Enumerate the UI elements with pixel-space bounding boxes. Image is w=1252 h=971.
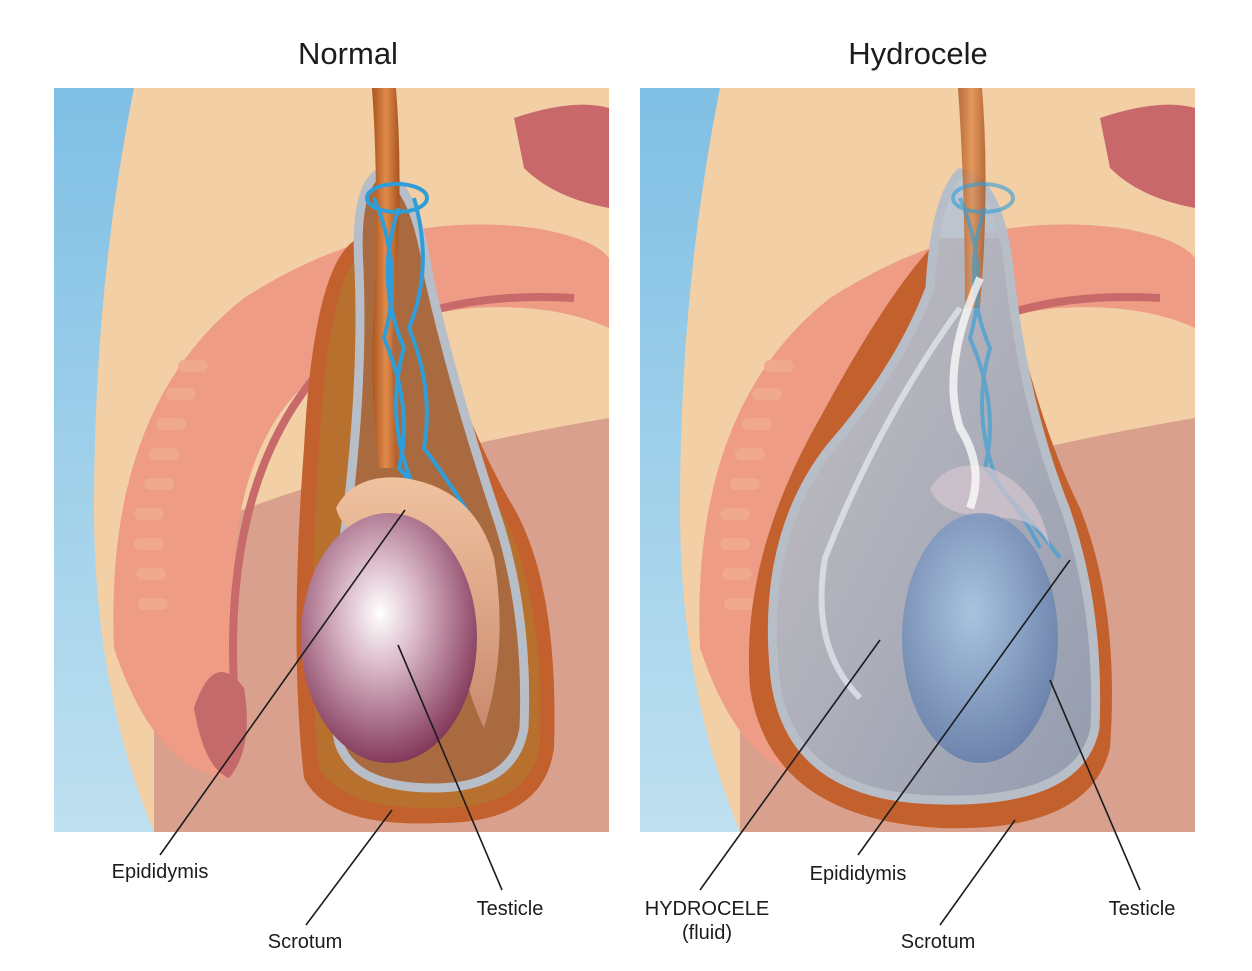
hydrocele-anatomy-illustration — [640, 88, 1195, 832]
erectile-ribs — [134, 360, 208, 610]
epididymis — [930, 465, 1050, 548]
label-hydro-scrotum: Scrotum — [900, 931, 976, 953]
leader-normal-scrotum — [305, 809, 393, 926]
label-normal-epididymis: Epididymis — [111, 861, 209, 883]
bladder — [1100, 104, 1195, 208]
label-hydro-testicle: Testicle — [1108, 898, 1176, 920]
panel-title-normal: Normal — [298, 36, 398, 71]
leader-hydro-testicle — [1049, 679, 1141, 891]
label-normal-testicle: Testicle — [476, 898, 544, 920]
leader-hydro-scrotum — [939, 819, 1016, 926]
erectile-ribs — [720, 360, 794, 610]
label-normal-scrotum: Scrotum — [267, 931, 343, 953]
fluid-highlight-cord — [949, 276, 984, 510]
leader-hydrocele-fluid — [699, 639, 881, 891]
bladder — [514, 104, 609, 208]
spermatic-cord — [958, 88, 986, 308]
leader-normal-epididymis — [159, 509, 406, 856]
testicle — [902, 513, 1058, 763]
leader-normal-testicle — [397, 644, 503, 891]
fluid-highlight — [818, 306, 963, 701]
penis-shaft — [699, 224, 1195, 778]
epididymis — [336, 477, 500, 728]
leader-hydro-epididymis — [857, 559, 1071, 856]
label-hydrocele-fluid: HYDROCELE (fluid) — [644, 898, 770, 944]
penis-shaft — [113, 224, 609, 778]
testicle — [301, 513, 477, 763]
label-hydro-epididymis: Epididymis — [809, 863, 907, 885]
normal-anatomy-illustration — [54, 88, 609, 832]
panel-title-hydrocele: Hydrocele — [848, 36, 988, 71]
